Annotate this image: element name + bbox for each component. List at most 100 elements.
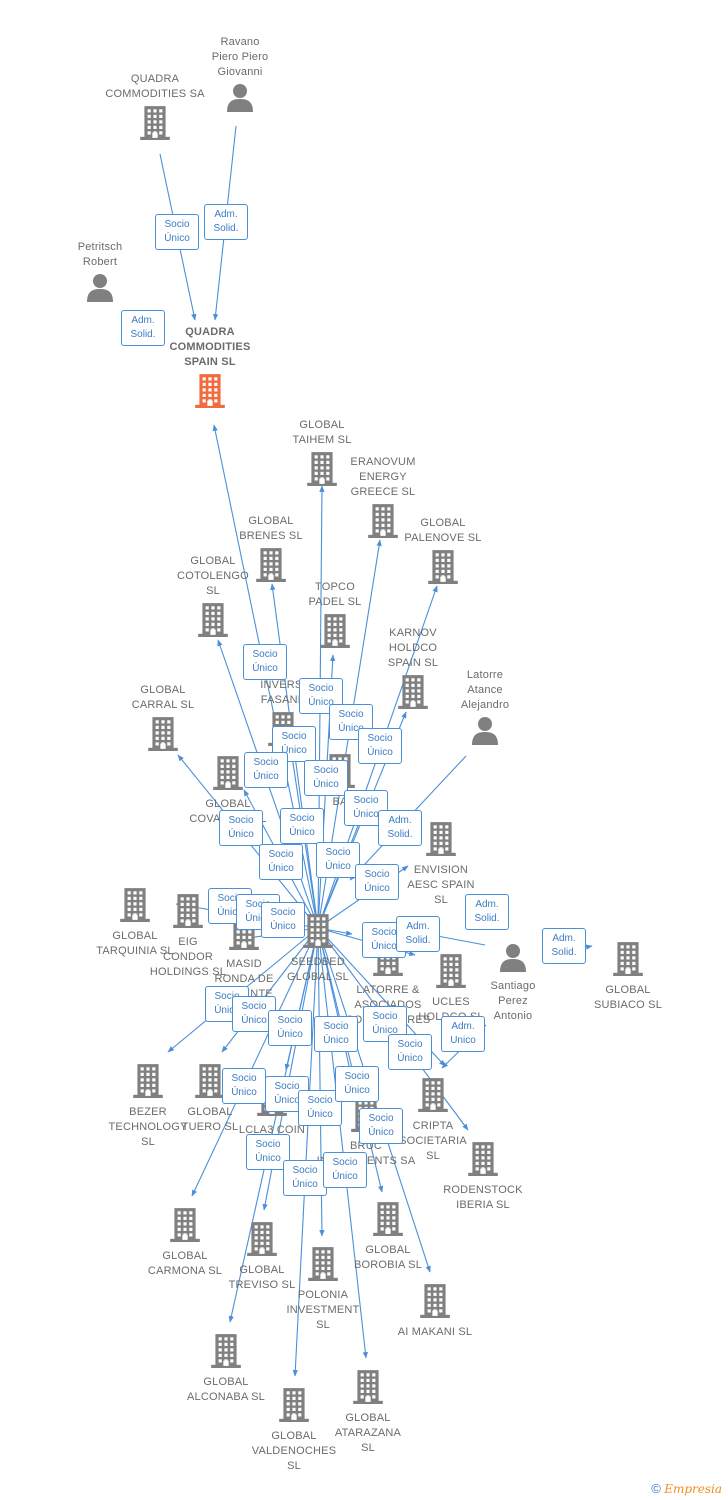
relation-badge[interactable]: Adm. Solid. (542, 928, 586, 964)
company-node[interactable]: QUADRA COMMODITIES SA (95, 72, 215, 145)
building-icon (353, 673, 473, 714)
relation-badge[interactable]: Socio Único (244, 752, 288, 788)
company-node[interactable]: RODENSTOCK IBERIA SL (423, 1140, 543, 1213)
node-label: QUADRA COMMODITIES SA (105, 73, 205, 100)
edge-29 (191, 927, 319, 1197)
building-icon (234, 1386, 354, 1427)
node-label: SEEDBED GLOBAL SL (287, 956, 349, 983)
company-node[interactable]: GLOBAL TREVISO SL (202, 1220, 322, 1293)
node-label: GLOBAL CARMONA SL (147, 1250, 223, 1277)
company-node[interactable]: GLOBAL CARRAL SL (103, 683, 223, 756)
node-label: Ravano Piero Piero Giovanni (211, 36, 269, 78)
relation-badge[interactable]: Adm. Unico (441, 1016, 485, 1052)
company-node[interactable]: ERANOVUM ENERGY GREECE SL (323, 455, 443, 543)
building-icon (263, 1245, 383, 1286)
relation-badge[interactable]: Socio Único (358, 728, 402, 764)
building-icon (383, 548, 503, 589)
person-node[interactable]: Ravano Piero Piero Giovanni (180, 35, 300, 117)
company-node[interactable]: SEEDBED GLOBAL SL (258, 912, 378, 985)
company-node[interactable]: POLONIA INVESTMENT SL (263, 1245, 383, 1333)
node-label: GLOBAL BRENES SL (239, 515, 303, 542)
company-node[interactable]: BEZER TECHNOLOGY SL (88, 1062, 208, 1150)
relation-badge[interactable]: Adm. Solid. (204, 204, 248, 240)
node-label: EIG CONDOR HOLDINGS SL (149, 936, 227, 978)
relation-badge[interactable]: Socio Único (314, 1016, 358, 1052)
company-node[interactable]: GLOBAL ATARAZANA SL (308, 1368, 428, 1456)
company-node[interactable]: TOPCO PADEL SL (275, 580, 395, 653)
node-label: CRIPTA SOCIETARIA SL (399, 1120, 467, 1162)
company-node[interactable]: GLOBAL BRENES SL (211, 514, 331, 587)
relation-badge[interactable]: Adm. Solid. (378, 810, 422, 846)
building-icon (75, 886, 195, 927)
company-node[interactable]: GLOBAL SUBIACO SL (568, 940, 688, 1013)
node-label: LCLA3 COIN SL (238, 1124, 306, 1151)
edge-36 (317, 927, 368, 1359)
person-node[interactable]: Latorre Atance Alejandro (425, 668, 545, 750)
company-node[interactable]: GLOBAL TUERO SL (150, 1062, 270, 1135)
relation-badge[interactable]: Socio Único (259, 844, 303, 880)
company-node[interactable]: EIG CONDOR HOLDINGS SL (128, 892, 248, 980)
building-icon (150, 372, 270, 413)
company-node[interactable]: GLOBAL PALENOVE SL (383, 516, 503, 589)
node-label: GLOBAL COTOLENGO SL (177, 555, 249, 597)
person-node[interactable]: Santiago Perez Antonio (453, 942, 573, 1024)
building-icon (88, 1062, 208, 1103)
company-node[interactable]: GLOBAL CARMONA SL (125, 1206, 245, 1279)
node-label: TOPCO PADEL SL (308, 581, 362, 608)
relation-badge[interactable]: Socio Único (155, 214, 199, 250)
relation-badge[interactable]: Socio Único (335, 1066, 379, 1102)
person-icon (425, 715, 545, 750)
relation-badge[interactable]: Socio Único (355, 864, 399, 900)
company-node[interactable]: GLOBAL COTOLENGO SL (153, 554, 273, 642)
node-label: GLOBAL TREVISO SL (228, 1264, 296, 1291)
company-node[interactable]: GLOBAL BOROBIA SL (328, 1200, 448, 1273)
building-icon (568, 940, 688, 981)
node-label: KARNOV HOLDCO SPAIN SL (387, 627, 439, 669)
relation-badge[interactable]: Socio Único (280, 808, 324, 844)
building-icon (423, 1140, 543, 1181)
building-icon (275, 612, 395, 653)
relation-badge[interactable]: Adm. Solid. (465, 894, 509, 930)
person-icon (40, 272, 160, 307)
node-label: ERANOVUM ENERGY GREECE SL (350, 456, 416, 498)
company-node[interactable]: AI MAKANI SL (375, 1282, 495, 1340)
company-node[interactable]: CRIPTA SOCIETARIA SL (373, 1076, 493, 1164)
relation-badge[interactable]: Socio Único (304, 760, 348, 796)
person-icon (180, 82, 300, 117)
relation-badge[interactable]: Socio Único (261, 902, 305, 938)
building-icon (168, 754, 288, 795)
relation-badge[interactable]: Adm. Solid. (396, 916, 440, 952)
node-label: ENVISION AESC SPAIN SL (407, 864, 475, 906)
company-node[interactable]: GLOBAL ALCONABA SL (166, 1332, 286, 1405)
building-icon (381, 820, 501, 861)
relation-badge[interactable]: Socio Único (298, 1090, 342, 1126)
company-node[interactable]: QUADRA COMMODITIES SPAIN SL (150, 325, 270, 413)
company-node[interactable]: GLOBAL TAIHEM SL (262, 418, 382, 491)
relation-badge[interactable]: Socio Único (268, 1010, 312, 1046)
relation-badge[interactable]: Socio Único (222, 1068, 266, 1104)
building-icon (128, 892, 248, 933)
relation-badge[interactable]: Socio Único (246, 1134, 290, 1170)
relation-badge[interactable]: Socio Único (388, 1034, 432, 1070)
building-icon (391, 952, 511, 993)
building-icon (202, 1220, 322, 1261)
node-label: GLOBAL VALDENOCHES SL (251, 1430, 337, 1472)
company-node[interactable]: GLOBAL TARQUINIA SL (75, 886, 195, 959)
relation-badge[interactable]: Socio Único (359, 1108, 403, 1144)
relation-badge[interactable]: Socio Único (219, 810, 263, 846)
relation-badge[interactable]: Socio Único (283, 1160, 327, 1196)
brand-name: Empresia (664, 1482, 722, 1496)
building-icon (150, 1062, 270, 1103)
company-node[interactable]: KARNOV HOLDCO SPAIN SL (353, 626, 473, 714)
relation-badge[interactable]: Adm. Solid. (121, 310, 165, 346)
relation-badge[interactable]: Socio Único (316, 842, 360, 878)
company-node[interactable]: ENVISION AESC SPAIN SL (381, 820, 501, 908)
relation-badge[interactable]: Socio Único (323, 1152, 367, 1188)
person-node[interactable]: Petritsch Robert (40, 240, 160, 307)
building-icon (258, 912, 378, 953)
node-label: Latorre Atance Alejandro (460, 669, 510, 711)
building-icon (375, 1282, 495, 1323)
company-node[interactable]: GLOBAL VALDENOCHES SL (234, 1386, 354, 1474)
node-label: BEZER TECHNOLOGY SL (108, 1106, 188, 1148)
relation-badge[interactable]: Socio Único (243, 644, 287, 680)
